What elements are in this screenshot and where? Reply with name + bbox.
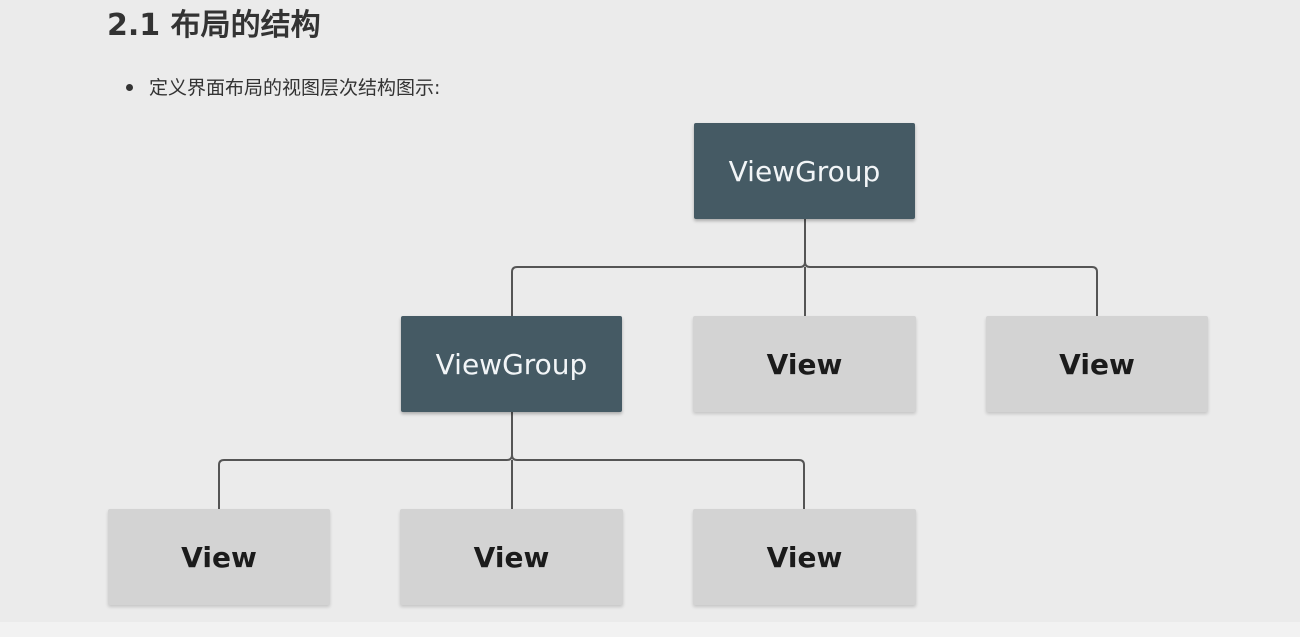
node-label: View xyxy=(473,540,550,574)
bullet-dot-icon xyxy=(126,84,133,91)
bottom-strip xyxy=(0,622,1300,637)
node-label: View xyxy=(181,540,257,574)
view-node: View xyxy=(108,509,330,605)
view-node: View xyxy=(693,316,916,412)
root-viewgroup-node: ViewGroup xyxy=(694,123,915,219)
node-label: ViewGroup xyxy=(435,347,588,381)
node-label: View xyxy=(1059,347,1135,381)
node-label: ViewGroup xyxy=(728,154,881,188)
list-item: 定义界面布局的视图层次结构图示: xyxy=(124,73,440,103)
view-node: View xyxy=(400,509,623,605)
child-viewgroup-node: ViewGroup xyxy=(401,316,622,412)
page-title: 2.1 布局的结构 xyxy=(107,8,321,43)
connector-group-to-level2 xyxy=(218,412,805,509)
view-node: View xyxy=(693,509,916,605)
connector-root-to-level1 xyxy=(511,219,1098,316)
view-node: View xyxy=(986,316,1208,412)
node-label: View xyxy=(766,540,843,574)
bullet-list: 定义界面布局的视图层次结构图示: xyxy=(124,73,440,103)
node-label: View xyxy=(766,347,843,381)
bullet-text: 定义界面布局的视图层次结构图示: xyxy=(149,77,441,99)
